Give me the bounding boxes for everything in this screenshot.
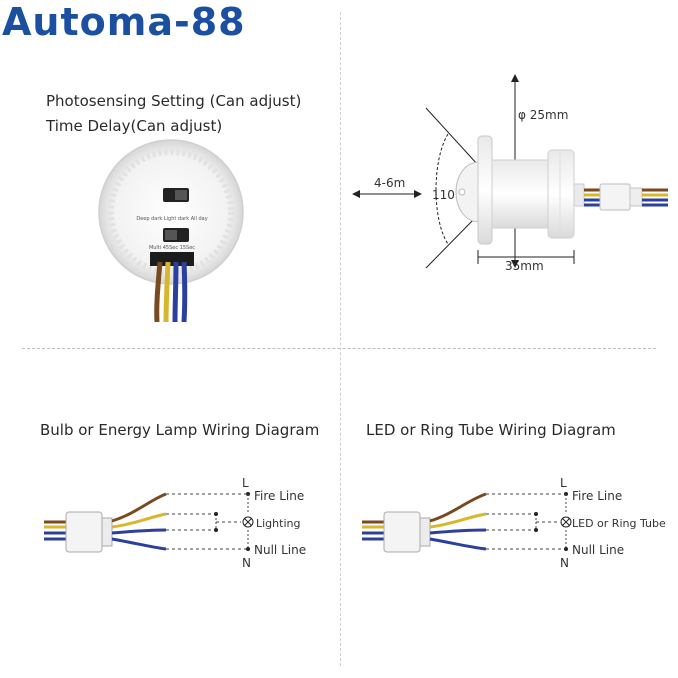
right-connector — [383, 511, 421, 553]
right-fire-line-label: Fire Line — [572, 489, 623, 503]
right-N-label: N — [560, 556, 569, 570]
right-lamp-icon — [560, 516, 572, 528]
horizontal-divider — [22, 348, 656, 349]
left-L-label: L — [242, 476, 249, 490]
left-diagram-title: Bulb or Energy Lamp Wiring Diagram — [40, 421, 320, 439]
right-led-ring-tube-label: LED or Ring Tube — [572, 517, 666, 530]
left-wiring-diagram — [44, 492, 254, 553]
right-wiring-diagram — [362, 492, 572, 553]
dial2-text: Multi 45Sec 15Sec — [149, 245, 195, 251]
right-diagram-title: LED or Ring Tube Wiring Diagram — [366, 421, 616, 439]
left-lamp-icon — [242, 516, 254, 528]
left-lighting-label: Lighting — [256, 517, 301, 530]
sensor-side-view — [352, 74, 668, 269]
left-null-line-label: Null Line — [254, 543, 307, 557]
angle-label: 110° — [432, 188, 461, 202]
sensor-back-view: Deep dark Light dark All day Multi 45Sec… — [98, 139, 244, 323]
range-label: 4-6m — [374, 176, 406, 190]
diameter-label: φ 25mm — [518, 108, 569, 122]
vertical-divider — [340, 12, 341, 666]
right-L-label: L — [560, 476, 567, 490]
left-fire-line-label: Fire Line — [254, 489, 305, 503]
brand-logo: Automa-88 — [2, 0, 246, 44]
right-null-line-label: Null Line — [572, 543, 625, 557]
left-N-label: N — [242, 556, 251, 570]
left-connector — [65, 511, 103, 553]
time-delay-label: Time Delay(Can adjust) — [46, 117, 223, 135]
dial1-text: Deep dark Light dark All day — [136, 216, 207, 222]
photosensing-setting-label: Photosensing Setting (Can adjust) — [46, 92, 302, 110]
